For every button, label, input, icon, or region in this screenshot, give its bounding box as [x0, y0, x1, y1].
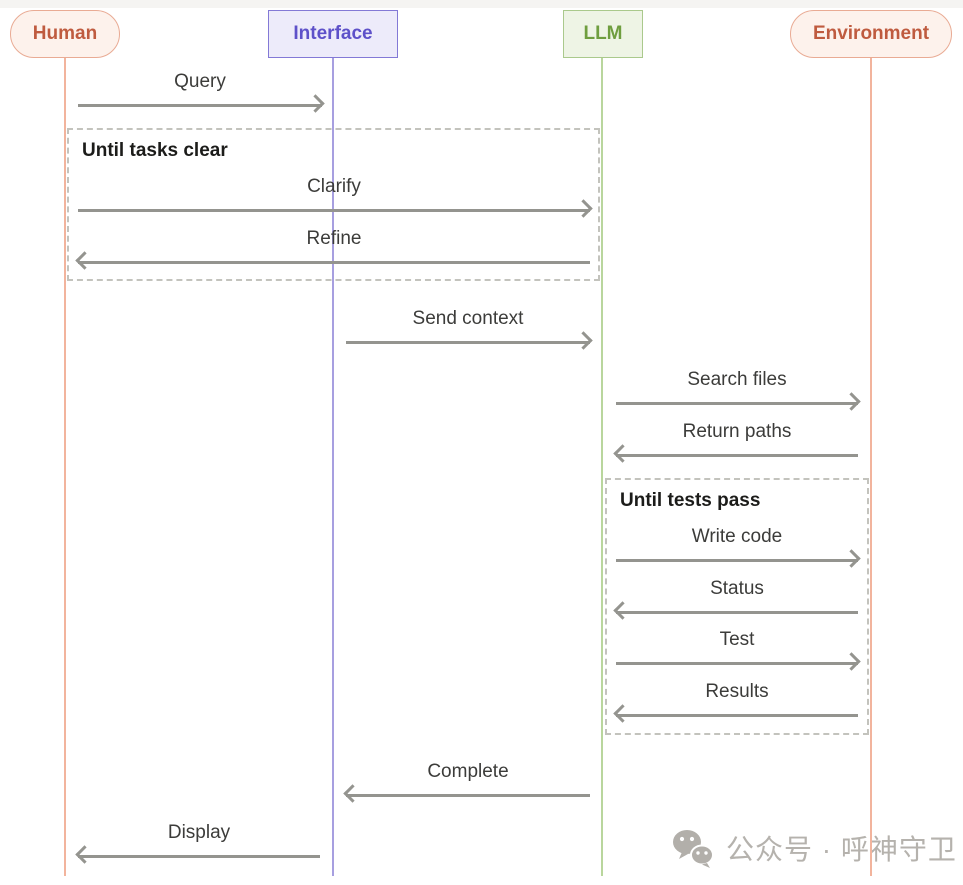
loop-title: Until tests pass [620, 490, 761, 511]
arrowhead-right-icon [842, 392, 861, 411]
message-complete: Complete [343, 760, 590, 803]
arrow-line [346, 331, 593, 350]
arrowhead-left-icon [343, 784, 362, 803]
message-clarify: Clarify [78, 175, 593, 218]
message-refine: Refine [75, 227, 590, 270]
message-label: Results [705, 681, 769, 702]
message-write-code: Write code [616, 525, 861, 568]
arrowhead-right-icon [306, 94, 325, 113]
loop-until-tests-pass: Until tests pass [605, 478, 869, 735]
arrow-line [78, 199, 593, 218]
message-label: Status [710, 578, 764, 599]
message-label: Search files [687, 369, 787, 390]
message-results: Results [613, 680, 858, 723]
message-label: Refine [306, 228, 362, 249]
message-send-context: Send context [346, 307, 593, 350]
arrowhead-left-icon [75, 845, 94, 864]
message-label: Display [167, 822, 231, 843]
arrowhead-right-icon [574, 331, 593, 350]
lifeline-human [64, 58, 66, 876]
arrow-line [343, 784, 590, 803]
message-return-paths: Return paths [613, 420, 858, 463]
arrow-line [75, 845, 320, 864]
actor-environment: Environment [790, 10, 952, 58]
lifeline-llm [601, 58, 603, 876]
message-status: Status [613, 577, 858, 620]
wechat-icon [673, 830, 714, 868]
arrow-line [616, 652, 861, 671]
arrow-line [78, 94, 325, 113]
watermark: 公众号 · 呼神守卫 [672, 828, 957, 868]
arrow-line [616, 392, 861, 411]
lifeline-interface [332, 58, 334, 876]
arrowhead-left-icon [613, 444, 632, 463]
message-test: Test [616, 628, 861, 671]
lifeline-environment [870, 58, 872, 876]
message-query: Query [78, 70, 325, 113]
actor-label: LLM [583, 23, 623, 44]
actor-label: Interface [293, 23, 373, 44]
top-strip [0, 0, 963, 8]
message-search-files: Search files [616, 368, 861, 411]
message-label: Write code [691, 526, 783, 547]
arrow-line [75, 251, 590, 270]
actor-label: Human [32, 23, 98, 44]
message-display: Display [75, 821, 320, 864]
arrow-line [613, 704, 858, 723]
arrow-line [616, 549, 861, 568]
loop-until-tasks-clear: Until tasks clear [67, 128, 600, 281]
actor-llm: LLM [563, 10, 643, 58]
message-label: Send context [412, 308, 524, 329]
arrow-line [613, 601, 858, 620]
loop-title: Until tasks clear [82, 140, 228, 161]
message-label: Clarify [307, 176, 361, 197]
message-label: Test [719, 629, 755, 650]
message-label: Complete [427, 761, 509, 782]
arrow-line [613, 444, 858, 463]
message-label: Return paths [682, 421, 792, 442]
message-label: Query [174, 71, 226, 92]
actor-label: Environment [812, 23, 930, 44]
actor-interface: Interface [268, 10, 398, 58]
watermark-text: 公众号 · 呼神守卫 [726, 834, 957, 865]
actor-human: Human [10, 10, 120, 58]
